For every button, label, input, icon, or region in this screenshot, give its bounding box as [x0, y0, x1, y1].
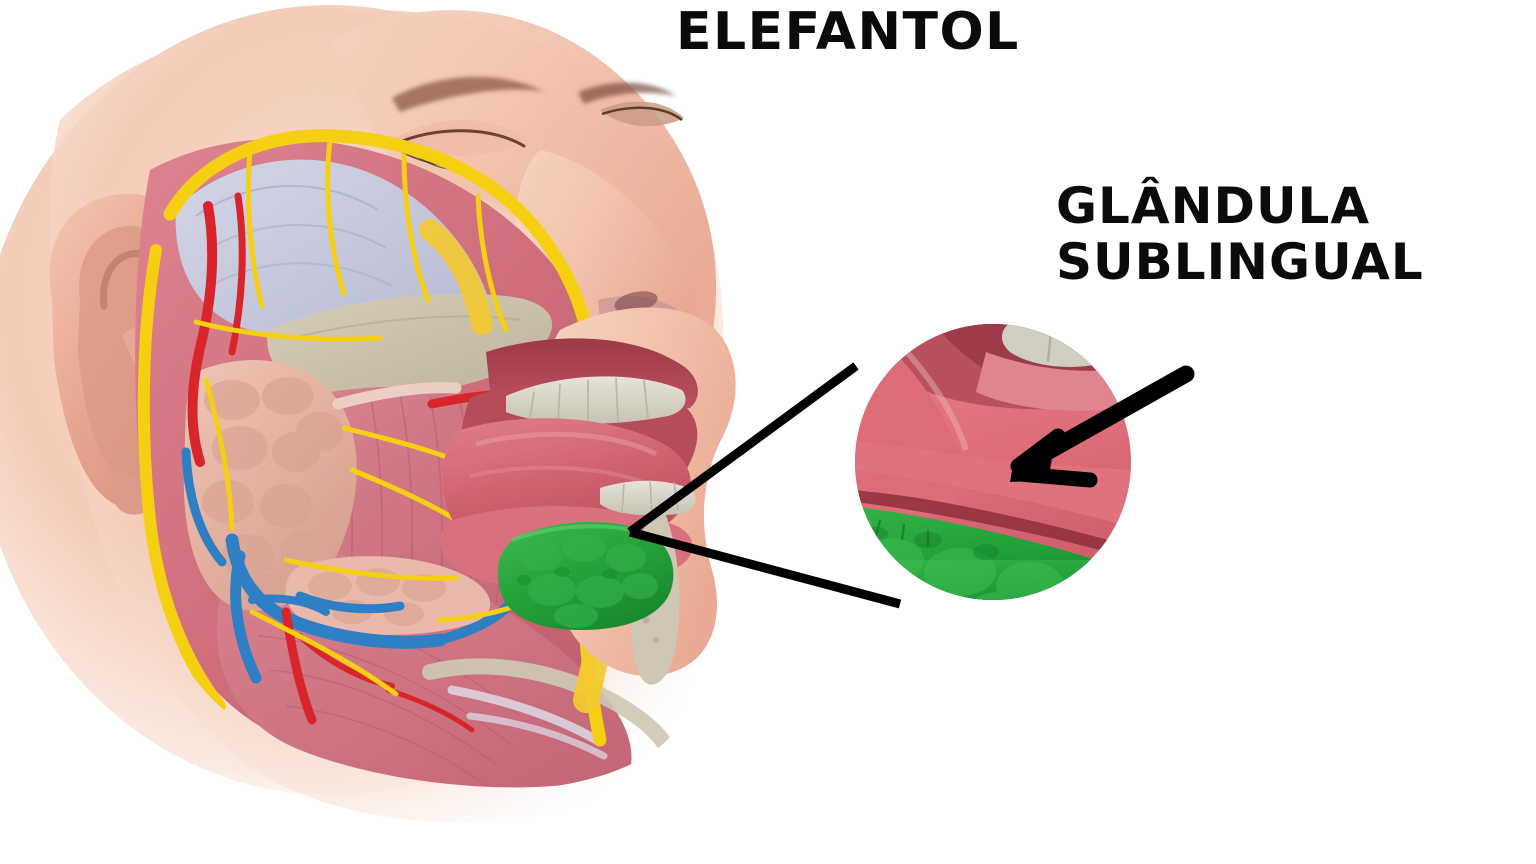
annotation-label-line1: GLÂNDULA	[1056, 177, 1371, 235]
brand-title: ELEFANTOL	[676, 2, 1020, 62]
leader-lines	[627, 362, 902, 609]
annotation-arrow	[1010, 365, 1195, 488]
zoom-inset	[855, 324, 1131, 600]
annotation-label: GLÂNDULA SUBLINGUAL	[1056, 178, 1526, 290]
parotid-duct	[332, 382, 462, 410]
annotation-label-line2: SUBLINGUAL	[1056, 233, 1424, 291]
eyebrow	[392, 76, 545, 112]
upper-teeth	[506, 376, 686, 424]
veins	[181, 447, 513, 684]
